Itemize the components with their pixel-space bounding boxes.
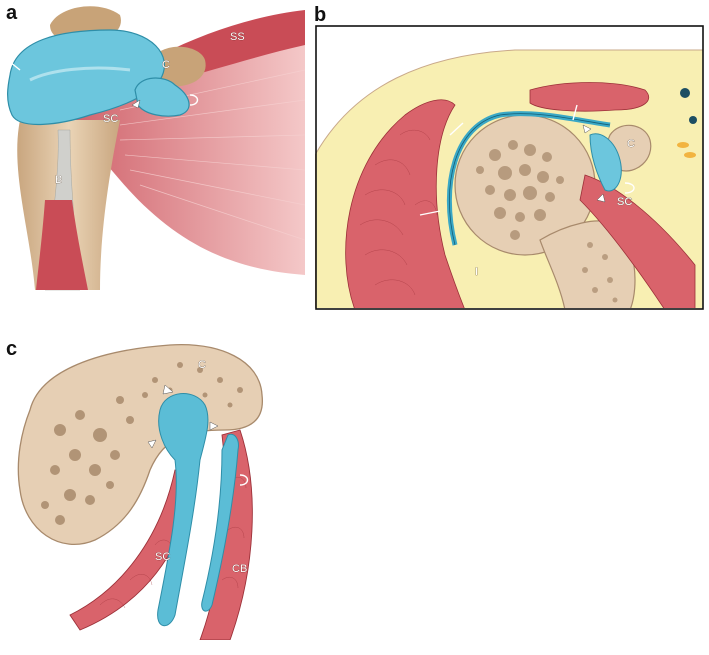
- label-sc-a: SC: [103, 113, 118, 125]
- panel-a-illustration: SS C SC B: [4, 6, 306, 291]
- deltoid-muscle: [345, 99, 465, 308]
- biceps-muscle: [36, 200, 88, 290]
- label-sc-b: SC: [617, 196, 632, 208]
- arrowhead-c2: [209, 421, 219, 431]
- label-i-b: I: [475, 266, 478, 278]
- subcoracoid-bursa-c: [157, 393, 209, 627]
- arrowhead-a: [131, 99, 141, 109]
- panel-a-letter: a: [6, 2, 18, 24]
- label-c-a: C: [162, 59, 170, 71]
- subcoracoid-bursa-b: [589, 133, 622, 192]
- curved-arrows-c: [184, 474, 249, 613]
- subcoracoid-bursa: [134, 77, 190, 117]
- bursa-strip-c: [201, 433, 239, 612]
- panel-b-illustration: C SC I: [315, 25, 704, 310]
- vessel: [680, 88, 690, 98]
- nerve: [677, 142, 689, 148]
- label-c-c: C: [198, 359, 206, 371]
- arrowhead-c1: [162, 384, 174, 395]
- panel-c-letter: c: [6, 338, 18, 360]
- label-c-b: C: [627, 138, 635, 150]
- arrowhead-c3: [147, 439, 157, 449]
- panel-b-frame: [315, 25, 704, 310]
- deltoid-cells: [359, 129, 438, 296]
- top-muscle: [529, 82, 650, 112]
- subscapularis-b: [579, 174, 696, 308]
- humeral-head-trabeculae: [476, 140, 564, 240]
- label-b: B: [55, 174, 62, 186]
- arrows-b: [419, 104, 635, 216]
- arrows-a: [4, 14, 199, 106]
- coracoid-trabeculae: [41, 362, 243, 525]
- label-cb-c: CB: [232, 563, 247, 575]
- panel-c-illustration: C SC CB: [17, 344, 263, 640]
- arrowhead-b2: [596, 193, 606, 203]
- vessel-2: [689, 116, 697, 124]
- nerve-2: [684, 152, 696, 158]
- scapula-trabeculae: [582, 242, 618, 303]
- label-sc-c: SC: [155, 551, 170, 563]
- panel-b-letter: b: [314, 4, 327, 26]
- arrowhead-b1: [582, 124, 592, 134]
- label-ss: SS: [230, 31, 245, 43]
